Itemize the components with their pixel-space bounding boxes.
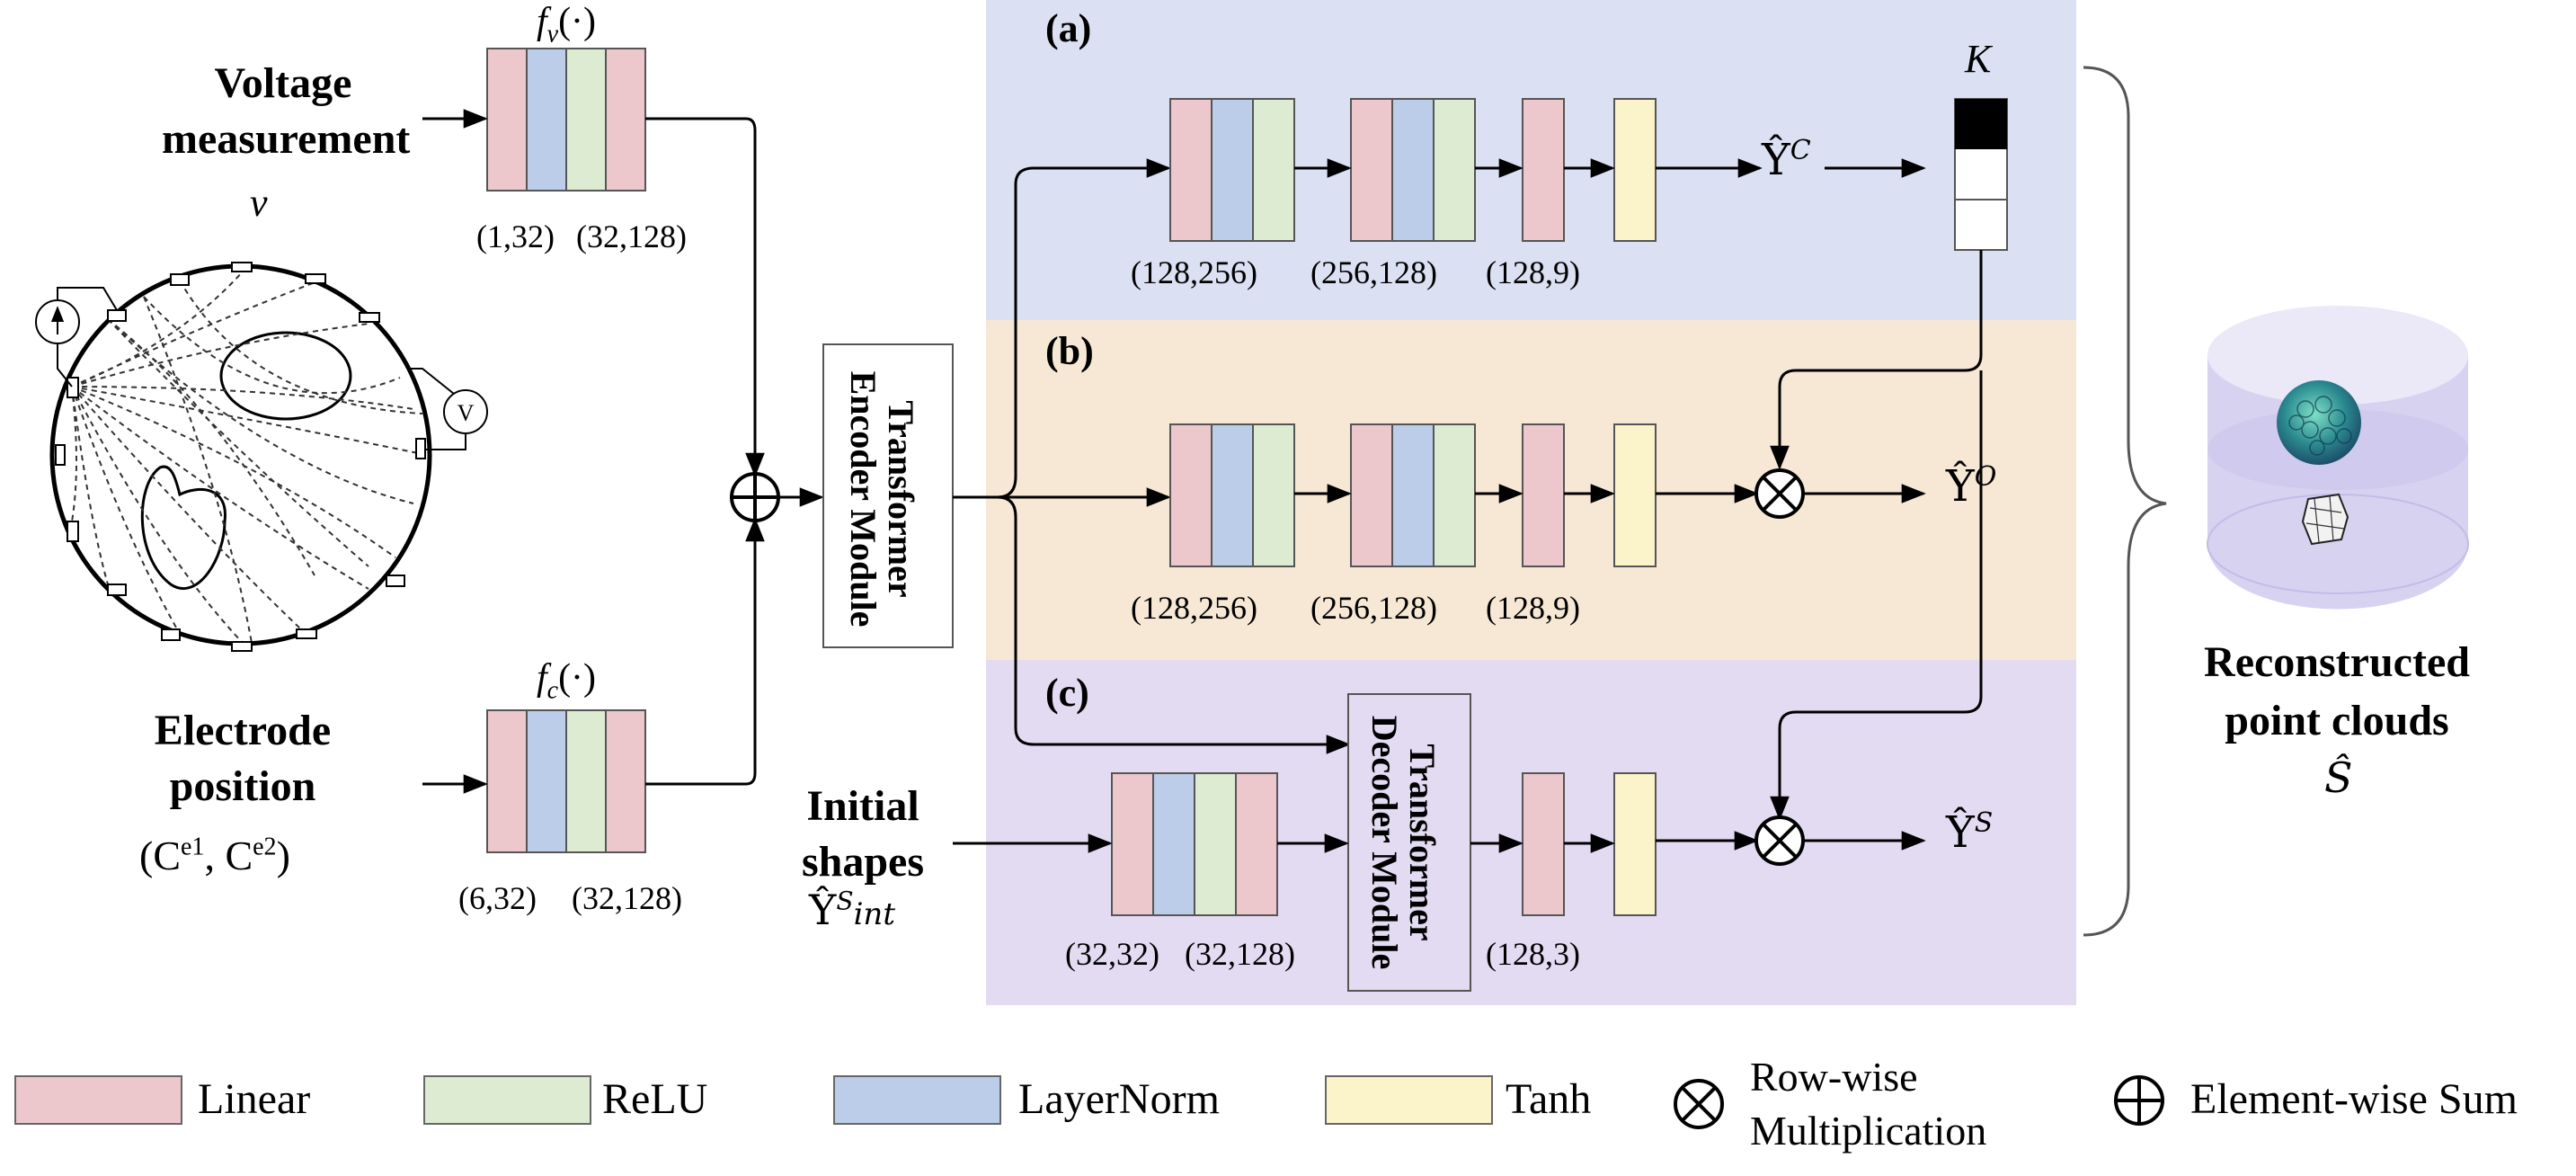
electrode-sup2: e2 (253, 833, 277, 861)
initial-shapes-label: Initial shapes (773, 779, 953, 891)
branch-c-dim-3: (128,3) (1486, 936, 1580, 972)
point-cloud-blob-icon (2277, 380, 2361, 465)
electrode-symbol: (Ce1, Ce2) (139, 832, 290, 879)
decoder-line1: Transformer (1402, 744, 1443, 941)
legend-label-relu: ReLU (602, 1075, 708, 1123)
branch-a-dim-2: (256,128) (1310, 254, 1437, 290)
branch-b-tag: (b) (1045, 329, 1094, 373)
electrode-line1: Electrode (154, 707, 332, 754)
y-hat-s-sup: S (1974, 807, 1994, 839)
transformer-encoder-label: Transformer Encoder Module (843, 364, 921, 634)
electrode-sup1: e1 (181, 833, 205, 861)
y-hat-o: Ŷ (1946, 461, 1975, 512)
fv-subscript: v (546, 20, 559, 49)
branch-a-dim-3: (128,9) (1486, 254, 1580, 290)
result-label: Reconstructed point clouds (2157, 634, 2517, 751)
branch-c-tag: (c) (1045, 671, 1089, 715)
transformer-decoder-label: Transformer Decoder Module (1364, 708, 1443, 977)
electrode-line2: position (169, 762, 316, 811)
initial-line2: shapes (801, 838, 925, 886)
legend-swatch-tanh (1325, 1075, 1493, 1125)
legend-oplus-icon (2114, 1075, 2164, 1126)
branch-a-blocks (1169, 98, 1657, 242)
electrode-open: (C (139, 833, 181, 878)
fc-dim-2: (32,128) (572, 880, 682, 916)
sensor-illustration: V (35, 262, 488, 652)
y-hat-s: Ŷ (1946, 807, 1975, 858)
branch-b-dim-2: (256,128) (1310, 590, 1437, 626)
branch-b-output: ŶO (1946, 461, 1996, 512)
legend-swatch-relu (423, 1075, 591, 1125)
voltage-line2: measurement (162, 115, 411, 164)
branch-b-dim-3: (128,9) (1486, 590, 1580, 626)
branch-c-dim-2: (32,128) (1185, 936, 1295, 972)
branch-c-output: ŶS (1946, 807, 1993, 858)
branch-b-dim-1: (128,256) (1131, 590, 1257, 626)
voltage-line1: Voltage (214, 59, 352, 107)
y-hat-int-sup: S (836, 886, 854, 916)
row-wise-multiply-node-b (1754, 468, 1805, 519)
branch-a-dim-1: (128,256) (1131, 254, 1257, 290)
y-hat-int: Ŷ (809, 886, 837, 934)
element-wise-sum-node (730, 472, 780, 522)
legend-label-linear: Linear (198, 1075, 311, 1123)
legend-swatch-linear (14, 1075, 182, 1125)
branch-b-blocks (1169, 423, 1657, 567)
branch-c-blocks (1111, 772, 1657, 916)
legend-label-rowwise: Row-wise Multiplication (1750, 1050, 1986, 1158)
decoder-line2: Decoder Module (1364, 715, 1405, 970)
fc-symbol: f (536, 657, 547, 699)
legend (14, 1075, 2164, 1129)
encoder-line1: Transformer (881, 400, 921, 598)
branch-a-output: ŶC (1762, 135, 1811, 185)
voltage-symbol: v (250, 181, 268, 225)
k-vector (1954, 98, 2008, 251)
branch-a-tag: (a) (1045, 6, 1092, 50)
fc-subscript: c (546, 676, 559, 705)
legend-label-layernorm: LayerNorm (1018, 1075, 1220, 1123)
row-wise-multiply-node-c (1754, 815, 1805, 866)
y-hat-c-sup: C (1790, 135, 1811, 166)
result-symbol: Ŝ (2324, 753, 2353, 802)
legend-label-elementwise: Element-wise Sum (2190, 1075, 2518, 1123)
legend-rowwise-line2: Multiplication (1750, 1107, 1987, 1154)
encoder-line2: Encoder Module (843, 370, 884, 628)
fv-label: fv(·) (512, 0, 620, 49)
legend-rowwise-line1: Row-wise (1750, 1054, 1918, 1100)
fc-encoder-block (486, 709, 646, 853)
result-line2: point clouds (2225, 696, 2449, 744)
initial-line1: Initial (806, 782, 919, 830)
result-line1: Reconstructed (2204, 638, 2470, 686)
point-cloud-object-icon (2301, 493, 2349, 546)
fv-encoder-block (486, 48, 646, 192)
y-hat-o-sup: O (1974, 461, 1997, 493)
legend-otimes-icon (1674, 1079, 1724, 1129)
fv-dim-1: (1,32) (476, 218, 555, 254)
y-hat-int-sub: int (853, 896, 895, 932)
electrode-close: ) (276, 833, 290, 878)
y-hat-c: Ŷ (1762, 135, 1790, 185)
k-label: K (1965, 37, 1992, 81)
transformer-decoder-box (1347, 693, 1471, 992)
fv-symbol: f (536, 1, 547, 42)
fv-dim-2: (32,128) (576, 218, 687, 254)
fc-dim-1: (6,32) (458, 880, 537, 916)
fc-label: fc(·) (512, 656, 620, 705)
branch-c-dim-1: (32,32) (1065, 936, 1159, 972)
initial-symbol: ŶSint (809, 886, 895, 934)
fv-suffix: (·) (558, 1, 597, 42)
voltage-label: Voltage measurement (162, 56, 411, 168)
electrode-label: Electrode position (117, 703, 369, 815)
legend-label-tanh: Tanh (1506, 1075, 1592, 1123)
svg-text:V: V (457, 400, 475, 426)
point-cloud-cylinder (2207, 306, 2469, 610)
legend-swatch-layernorm (833, 1075, 1001, 1125)
fc-suffix: (·) (558, 657, 597, 699)
output-brace (2083, 66, 2167, 937)
electrode-comma: , C (204, 833, 253, 878)
